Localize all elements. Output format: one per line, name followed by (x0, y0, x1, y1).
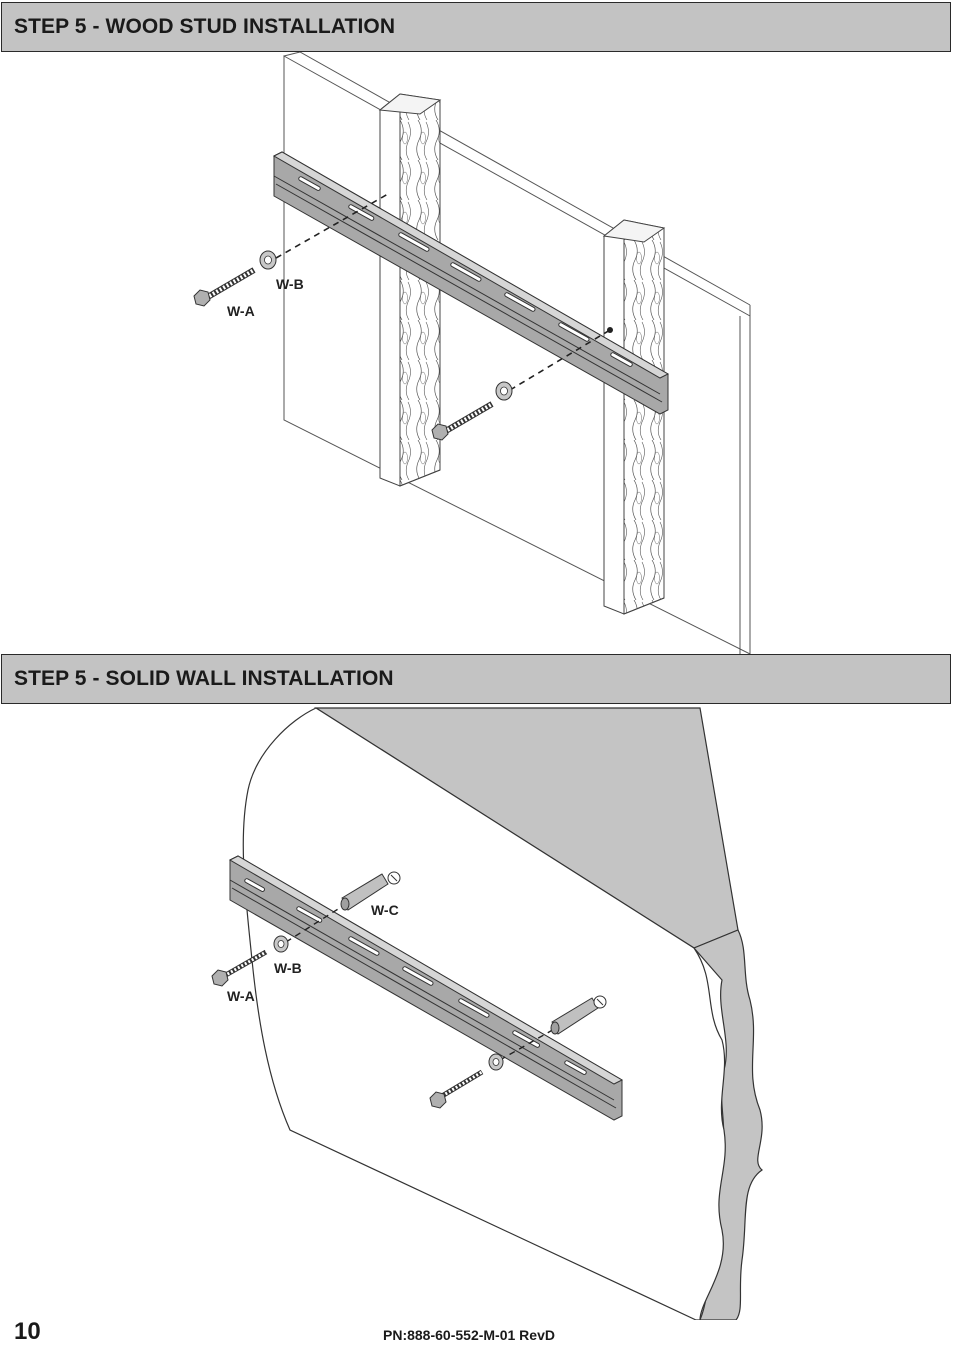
drywall-panel (283, 52, 751, 654)
lag-bolt-wa-upper (211, 949, 268, 987)
label-wa: W-A (227, 988, 255, 1004)
washer-wb-lower (495, 381, 513, 401)
wood-stud-section-title: STEP 5 - WOOD STUD INSTALLATION (14, 15, 396, 38)
wall-plate-rail (272, 151, 670, 415)
label-wb: W-B (276, 276, 304, 292)
wall-anchor-wc-upper (340, 871, 401, 911)
wood-stud-left (378, 93, 442, 487)
washer-wb-upper (259, 250, 277, 270)
page-number: 10 (14, 1318, 41, 1345)
wood-stud-right (602, 219, 666, 615)
solid-wall-illustration: W-C W-B W-A (211, 707, 763, 1320)
lag-bolt-wa-lower (431, 401, 494, 441)
wood-stud-section-header: STEP 5 - WOOD STUD INSTALLATION (1, 2, 951, 52)
label-wc: W-C (371, 902, 399, 918)
wood-stud-illustration: W-B W-A (193, 52, 751, 654)
washer-wb-lower (488, 1053, 504, 1071)
part-number: PN:888-60-552-M-01 RevD (383, 1327, 555, 1343)
lag-bolt-wa-lower (429, 1069, 484, 1109)
label-wa: W-A (227, 303, 255, 319)
alignment-lines (275, 193, 611, 391)
alignment-lines (285, 903, 557, 1061)
solid-wall-section-title: STEP 5 - SOLID WALL INSTALLATION (14, 667, 394, 690)
solid-wall-section-header: STEP 5 - SOLID WALL INSTALLATION (1, 654, 951, 704)
label-wb: W-B (274, 960, 302, 976)
wall-anchor-wc-lower (550, 995, 607, 1035)
lag-bolt-wa-upper (193, 267, 256, 307)
wall-plate-rail (228, 855, 624, 1121)
washer-wb-upper (273, 935, 289, 953)
pilot-hole-marker (607, 327, 613, 333)
